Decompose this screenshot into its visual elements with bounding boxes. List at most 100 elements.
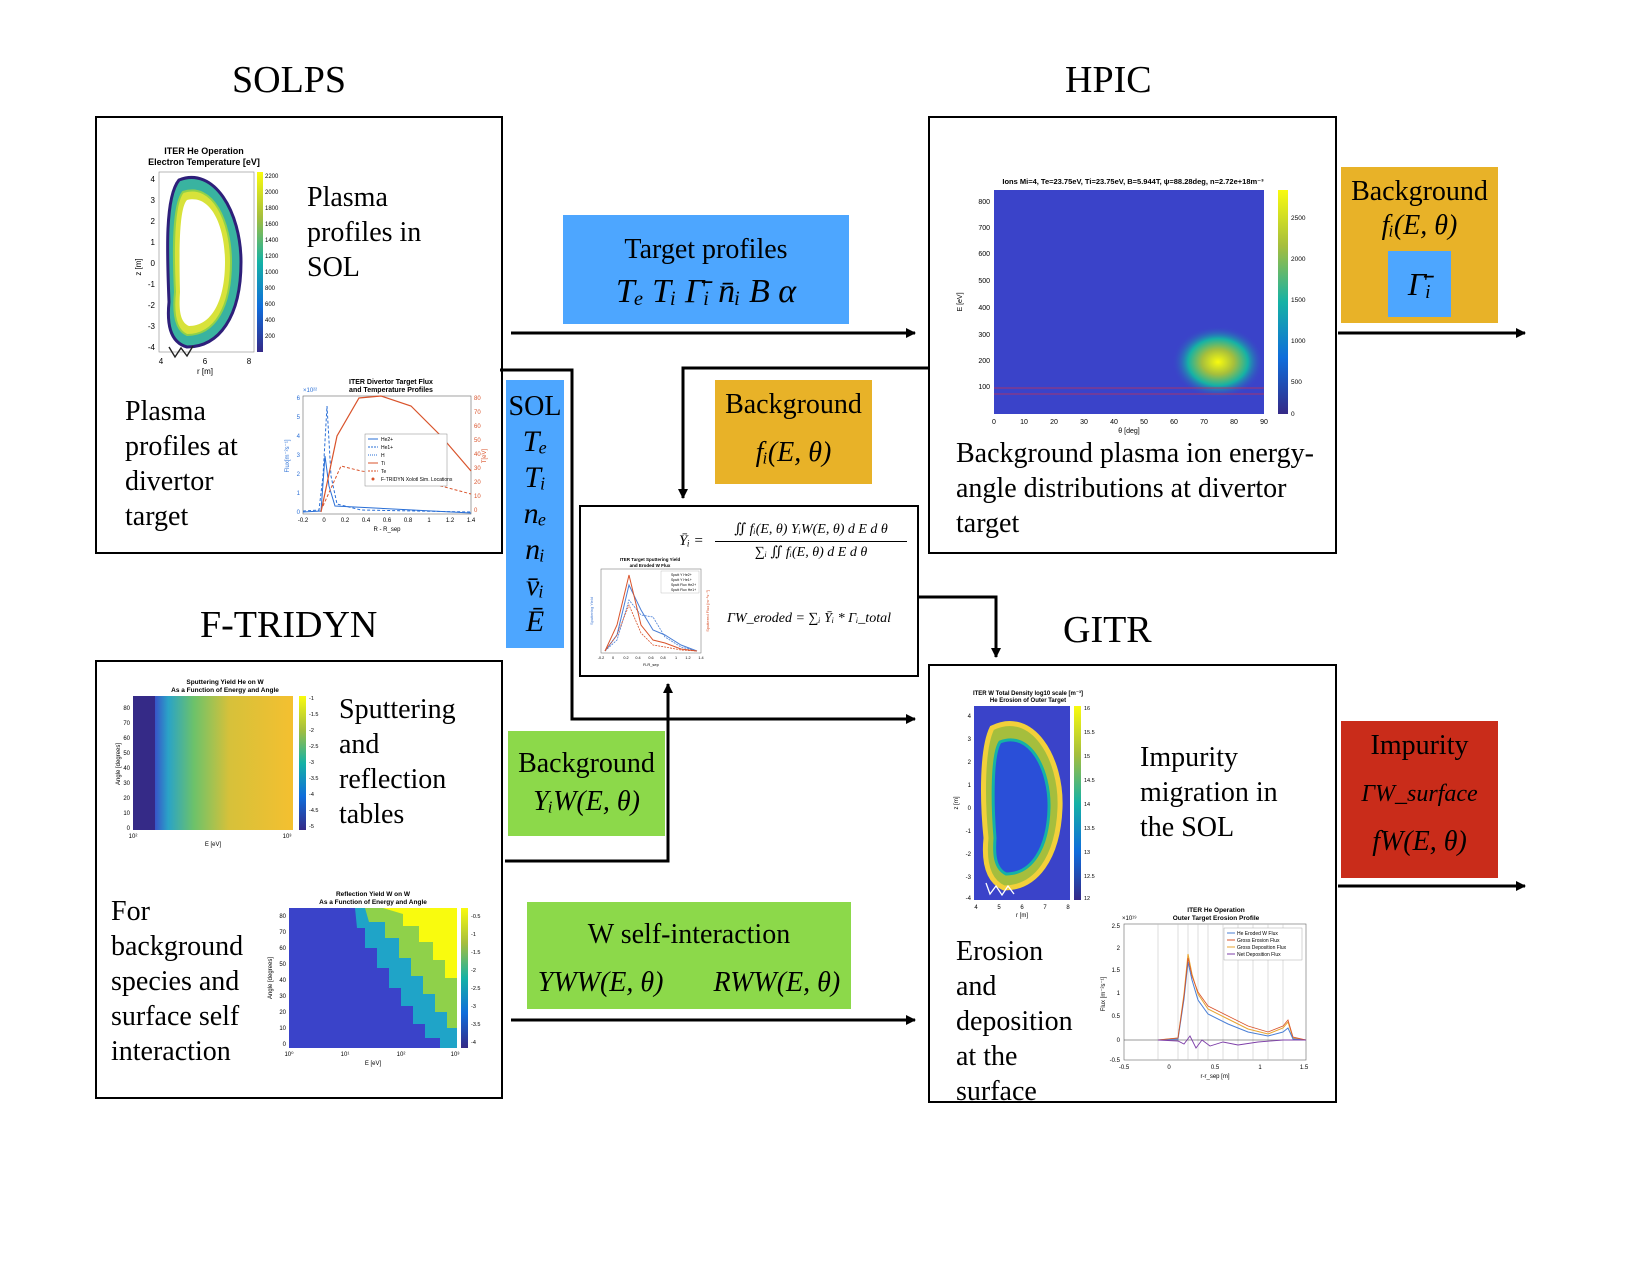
- target-profiles-tag: Target profiles Tₑ Tᵢ Γ̄ᵢ n̄ᵢ B α: [563, 215, 849, 324]
- y-tick: -3: [966, 875, 972, 881]
- colorbar-tick: -0.5: [471, 914, 480, 920]
- self-interaction-tag: W self-interaction YWW(E, θ) RWW(E, θ): [527, 902, 851, 1009]
- y-tick: 400: [978, 305, 990, 312]
- heatmap-area: [133, 696, 293, 830]
- colorbar-tick: 2000: [1291, 256, 1306, 263]
- ftridyn-title: F-TRIDYN: [200, 604, 378, 646]
- eroded-flux-formula: ΓW_eroded = ∑ᵢ Ȳᵢ * Γᵢ_total: [727, 611, 891, 626]
- x-axis-label: E [eV]: [205, 842, 222, 848]
- y-axis-label: Flux [m⁻²s⁻¹]: [1101, 976, 1107, 1011]
- x-tick: 40: [1110, 419, 1118, 426]
- sol-var-te: Tₑ: [522, 425, 548, 458]
- colorbar-tick: 1000: [265, 270, 279, 276]
- colorbar-tick: 0: [1291, 411, 1295, 418]
- plot-subtitle: and Eroded W Flux: [630, 563, 671, 568]
- colorbar-tick: 200: [265, 334, 276, 340]
- self-sputtering-expr: YWW(E, θ): [537, 967, 664, 998]
- x-tick: 0.5: [1211, 1065, 1220, 1071]
- x-axis-label: E [eV]: [365, 1061, 382, 1067]
- y-tick: 50: [123, 751, 130, 757]
- y-tick: 2: [151, 217, 156, 226]
- solps-sol-text: Plasma profiles in SOL: [307, 182, 422, 283]
- legend-entry: Ti: [381, 461, 385, 467]
- y-tick: 20: [279, 1010, 286, 1016]
- sputtering-yield-plot-small: ITER Target Sputtering Yield and Eroded …: [589, 557, 710, 667]
- y-tick: 2: [297, 472, 301, 478]
- x-tick: 4: [159, 357, 164, 366]
- background-distribution-tag: Background fᵢ(E, θ): [715, 380, 872, 484]
- colorbar-tick: 1200: [265, 254, 279, 260]
- colorbar-tick: 12.5: [1084, 874, 1095, 880]
- colorbar-tick: 12: [1084, 896, 1090, 902]
- x-tick: 8: [247, 357, 252, 366]
- colorbar-tick: -2.5: [309, 744, 318, 750]
- y-tick: 4: [968, 714, 972, 720]
- y-tick: 0: [127, 826, 131, 832]
- y-tick: 10: [123, 811, 130, 817]
- x-axis-label: θ [deg]: [1118, 428, 1139, 435]
- x-tick: 0.2: [623, 656, 628, 660]
- x-tick: 1: [675, 656, 677, 660]
- colorbar-tick: 13.5: [1084, 826, 1095, 832]
- colorbar-tick: -1: [309, 696, 314, 702]
- y-tick: -4: [966, 896, 972, 902]
- y-tick: 600: [978, 251, 990, 258]
- yield-formula-numerator: ∬ fᵢ(E, θ) YᵢW(E, θ) d E d θ: [734, 522, 888, 537]
- colorbar-tick: 400: [265, 318, 276, 324]
- y-tick: 60: [279, 946, 286, 952]
- gitr-density-plot: ITER W Total Density log10 scale [m⁻³] H…: [954, 690, 1095, 919]
- yield-formula-denominator: ∑ᵢ ∬ fᵢ(E, θ) d E d θ: [754, 545, 868, 560]
- yield-formula-bar: [715, 541, 907, 542]
- y-axis-label: Angle [degrees]: [116, 743, 122, 785]
- y-tick: 60: [123, 736, 130, 742]
- colorbar-tick: -2: [471, 968, 476, 974]
- plot-title: ITER He Operation: [1187, 907, 1244, 914]
- y-tick: 5: [297, 415, 301, 421]
- x-tick: 0.8: [404, 518, 413, 524]
- x-tick: 10³: [451, 1052, 460, 1058]
- colorbar-tick: 1400: [265, 238, 279, 244]
- y-axis-label: z [m]: [134, 258, 143, 275]
- self-interaction-title: W self-interaction: [587, 919, 791, 950]
- y-tick: 70: [123, 721, 130, 727]
- x-tick: 60: [1170, 419, 1178, 426]
- plot-title: ITER W Total Density log10 scale [m⁻³]: [973, 690, 1083, 697]
- legend-entry: F-TRIDYN Xolotl Sim. Locations: [381, 477, 453, 483]
- colorbar-tick: 600: [265, 302, 276, 308]
- x-tick: 1.2: [446, 518, 455, 524]
- impurity-title: Impurity: [1370, 730, 1469, 761]
- x-axis-label: r [m]: [197, 367, 213, 376]
- colorbar-tick: 800: [265, 286, 276, 292]
- x-tick: 1: [427, 518, 431, 524]
- colorbar-tick: -1.5: [309, 712, 318, 718]
- legend-entry: Te: [381, 469, 387, 475]
- exponent-label: ×10²²: [303, 388, 317, 394]
- hpic-panel: Ions Mi=4, Te=23.75eV, Ti=23.75eV, B=5.9…: [928, 116, 1337, 554]
- background-output-flux: Γ̄ᵢ: [1388, 251, 1451, 317]
- colorbar-tick: 15: [1084, 754, 1090, 760]
- plot-title: Sputtering Yield He on W: [186, 679, 264, 686]
- x-tick: 6: [203, 357, 208, 366]
- x-tick: 1.2: [685, 656, 690, 660]
- sol-title: SOL: [508, 391, 562, 422]
- y-tick: 0: [151, 259, 156, 268]
- colorbar-tick: -2: [309, 728, 314, 734]
- y-tick: 20: [123, 796, 130, 802]
- x-axis-label: r [m]: [1016, 913, 1028, 919]
- y-tick: -2: [966, 852, 972, 858]
- colorbar-tick: 2200: [265, 174, 279, 180]
- gitr-title: GITR: [1063, 609, 1152, 651]
- y-tick: 0: [297, 510, 301, 516]
- x-tick: 10³: [283, 834, 292, 840]
- y-tick: 1: [297, 491, 301, 497]
- x-tick: 4: [974, 905, 978, 911]
- y-tick: 80: [279, 914, 286, 920]
- background-yield-title: Background: [518, 748, 655, 779]
- ftridyn-panel: Sputtering Yield He on W As a Function o…: [95, 660, 503, 1099]
- y-tick: 2: [968, 760, 972, 766]
- background-yield-tag: Background YᵢW(E, θ): [508, 731, 665, 836]
- sol-var-vi: v̄ᵢ: [525, 569, 545, 602]
- legend-entry: He2+: [381, 437, 393, 443]
- plot-subtitle: He Erosion of Outer Target: [990, 698, 1066, 704]
- plot-subtitle: Electron Temperature [eV]: [148, 157, 260, 167]
